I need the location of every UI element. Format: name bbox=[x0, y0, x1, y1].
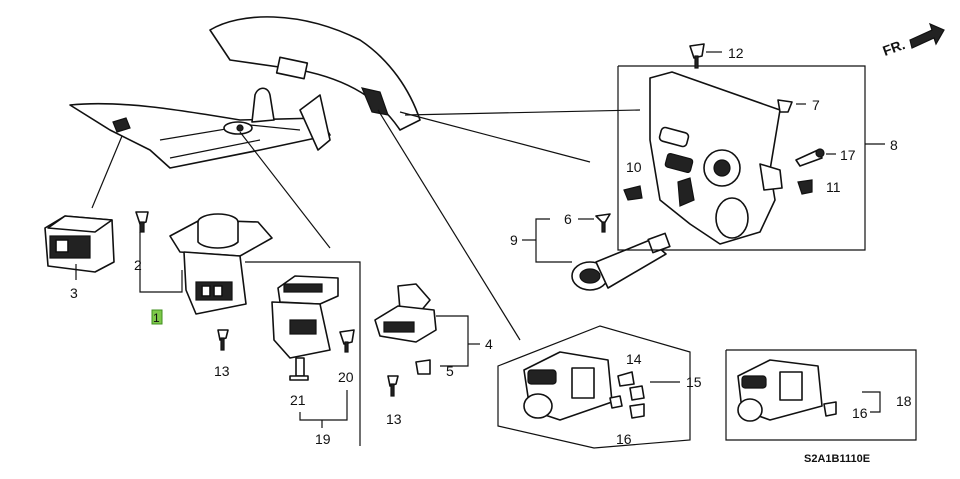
diagram-code: S2A1B1110E bbox=[804, 453, 870, 465]
callout-13-left: 13 bbox=[214, 363, 230, 379]
part-10-bulb bbox=[623, 185, 643, 201]
callout-2: 2 bbox=[134, 257, 142, 273]
callout-6: 6 bbox=[564, 211, 572, 227]
callout-8: 8 bbox=[890, 137, 898, 153]
part-13-screw-left bbox=[217, 329, 229, 351]
part-6-clip bbox=[595, 213, 611, 233]
callout-21: 21 bbox=[290, 392, 306, 408]
part-9-lighter bbox=[571, 232, 671, 291]
callout-20: 20 bbox=[338, 369, 354, 385]
front-direction-label: FR. bbox=[880, 36, 907, 59]
part-7-screw bbox=[777, 99, 793, 113]
small-clip bbox=[112, 117, 131, 133]
part-16-bulb-right bbox=[823, 401, 837, 417]
callout-10: 10 bbox=[626, 159, 642, 175]
callout-4: 4 bbox=[485, 336, 493, 352]
part-12-screw bbox=[689, 43, 705, 69]
highlight-callout-1 bbox=[151, 309, 163, 325]
callout-18: 18 bbox=[896, 393, 912, 409]
part-14-bulbs bbox=[617, 371, 645, 401]
part-15-switch bbox=[523, 351, 613, 421]
callout-14: 14 bbox=[626, 351, 642, 367]
part-5-clip bbox=[415, 359, 431, 375]
callout-5: 5 bbox=[446, 363, 454, 379]
part-21-bulb bbox=[289, 357, 309, 381]
callout-16-center: 16 bbox=[616, 431, 632, 447]
part-17-bolt bbox=[795, 148, 825, 167]
callout-3: 3 bbox=[70, 285, 78, 301]
dashboard-overview bbox=[69, 16, 421, 169]
part-2-screw bbox=[135, 211, 149, 233]
part-11-cap bbox=[797, 179, 813, 195]
part-18-switch bbox=[737, 359, 823, 422]
front-direction-arrow: FR. bbox=[880, 22, 945, 59]
callout-9: 9 bbox=[510, 232, 518, 248]
part-4-switch bbox=[374, 283, 437, 343]
callout-19: 19 bbox=[315, 431, 331, 447]
part-19-switch bbox=[271, 275, 339, 359]
part-13-screw-center bbox=[387, 375, 399, 397]
callout-16-right: 16 bbox=[852, 405, 868, 421]
callout-15: 15 bbox=[686, 374, 702, 390]
part-8-console-panel bbox=[649, 71, 783, 245]
part-1-switch-assembly bbox=[169, 213, 273, 315]
part-20-clip bbox=[339, 329, 355, 353]
callout-11: 11 bbox=[826, 179, 841, 195]
callout-17: 17 bbox=[840, 147, 856, 163]
part-16-bulbs bbox=[609, 395, 645, 419]
callout-1: 1 bbox=[153, 311, 160, 325]
callout-12: 12 bbox=[728, 45, 744, 61]
part-3-switch bbox=[44, 215, 115, 280]
leader-lines bbox=[91, 109, 641, 341]
callout-13-center: 13 bbox=[386, 411, 402, 427]
callout-7: 7 bbox=[812, 97, 820, 113]
